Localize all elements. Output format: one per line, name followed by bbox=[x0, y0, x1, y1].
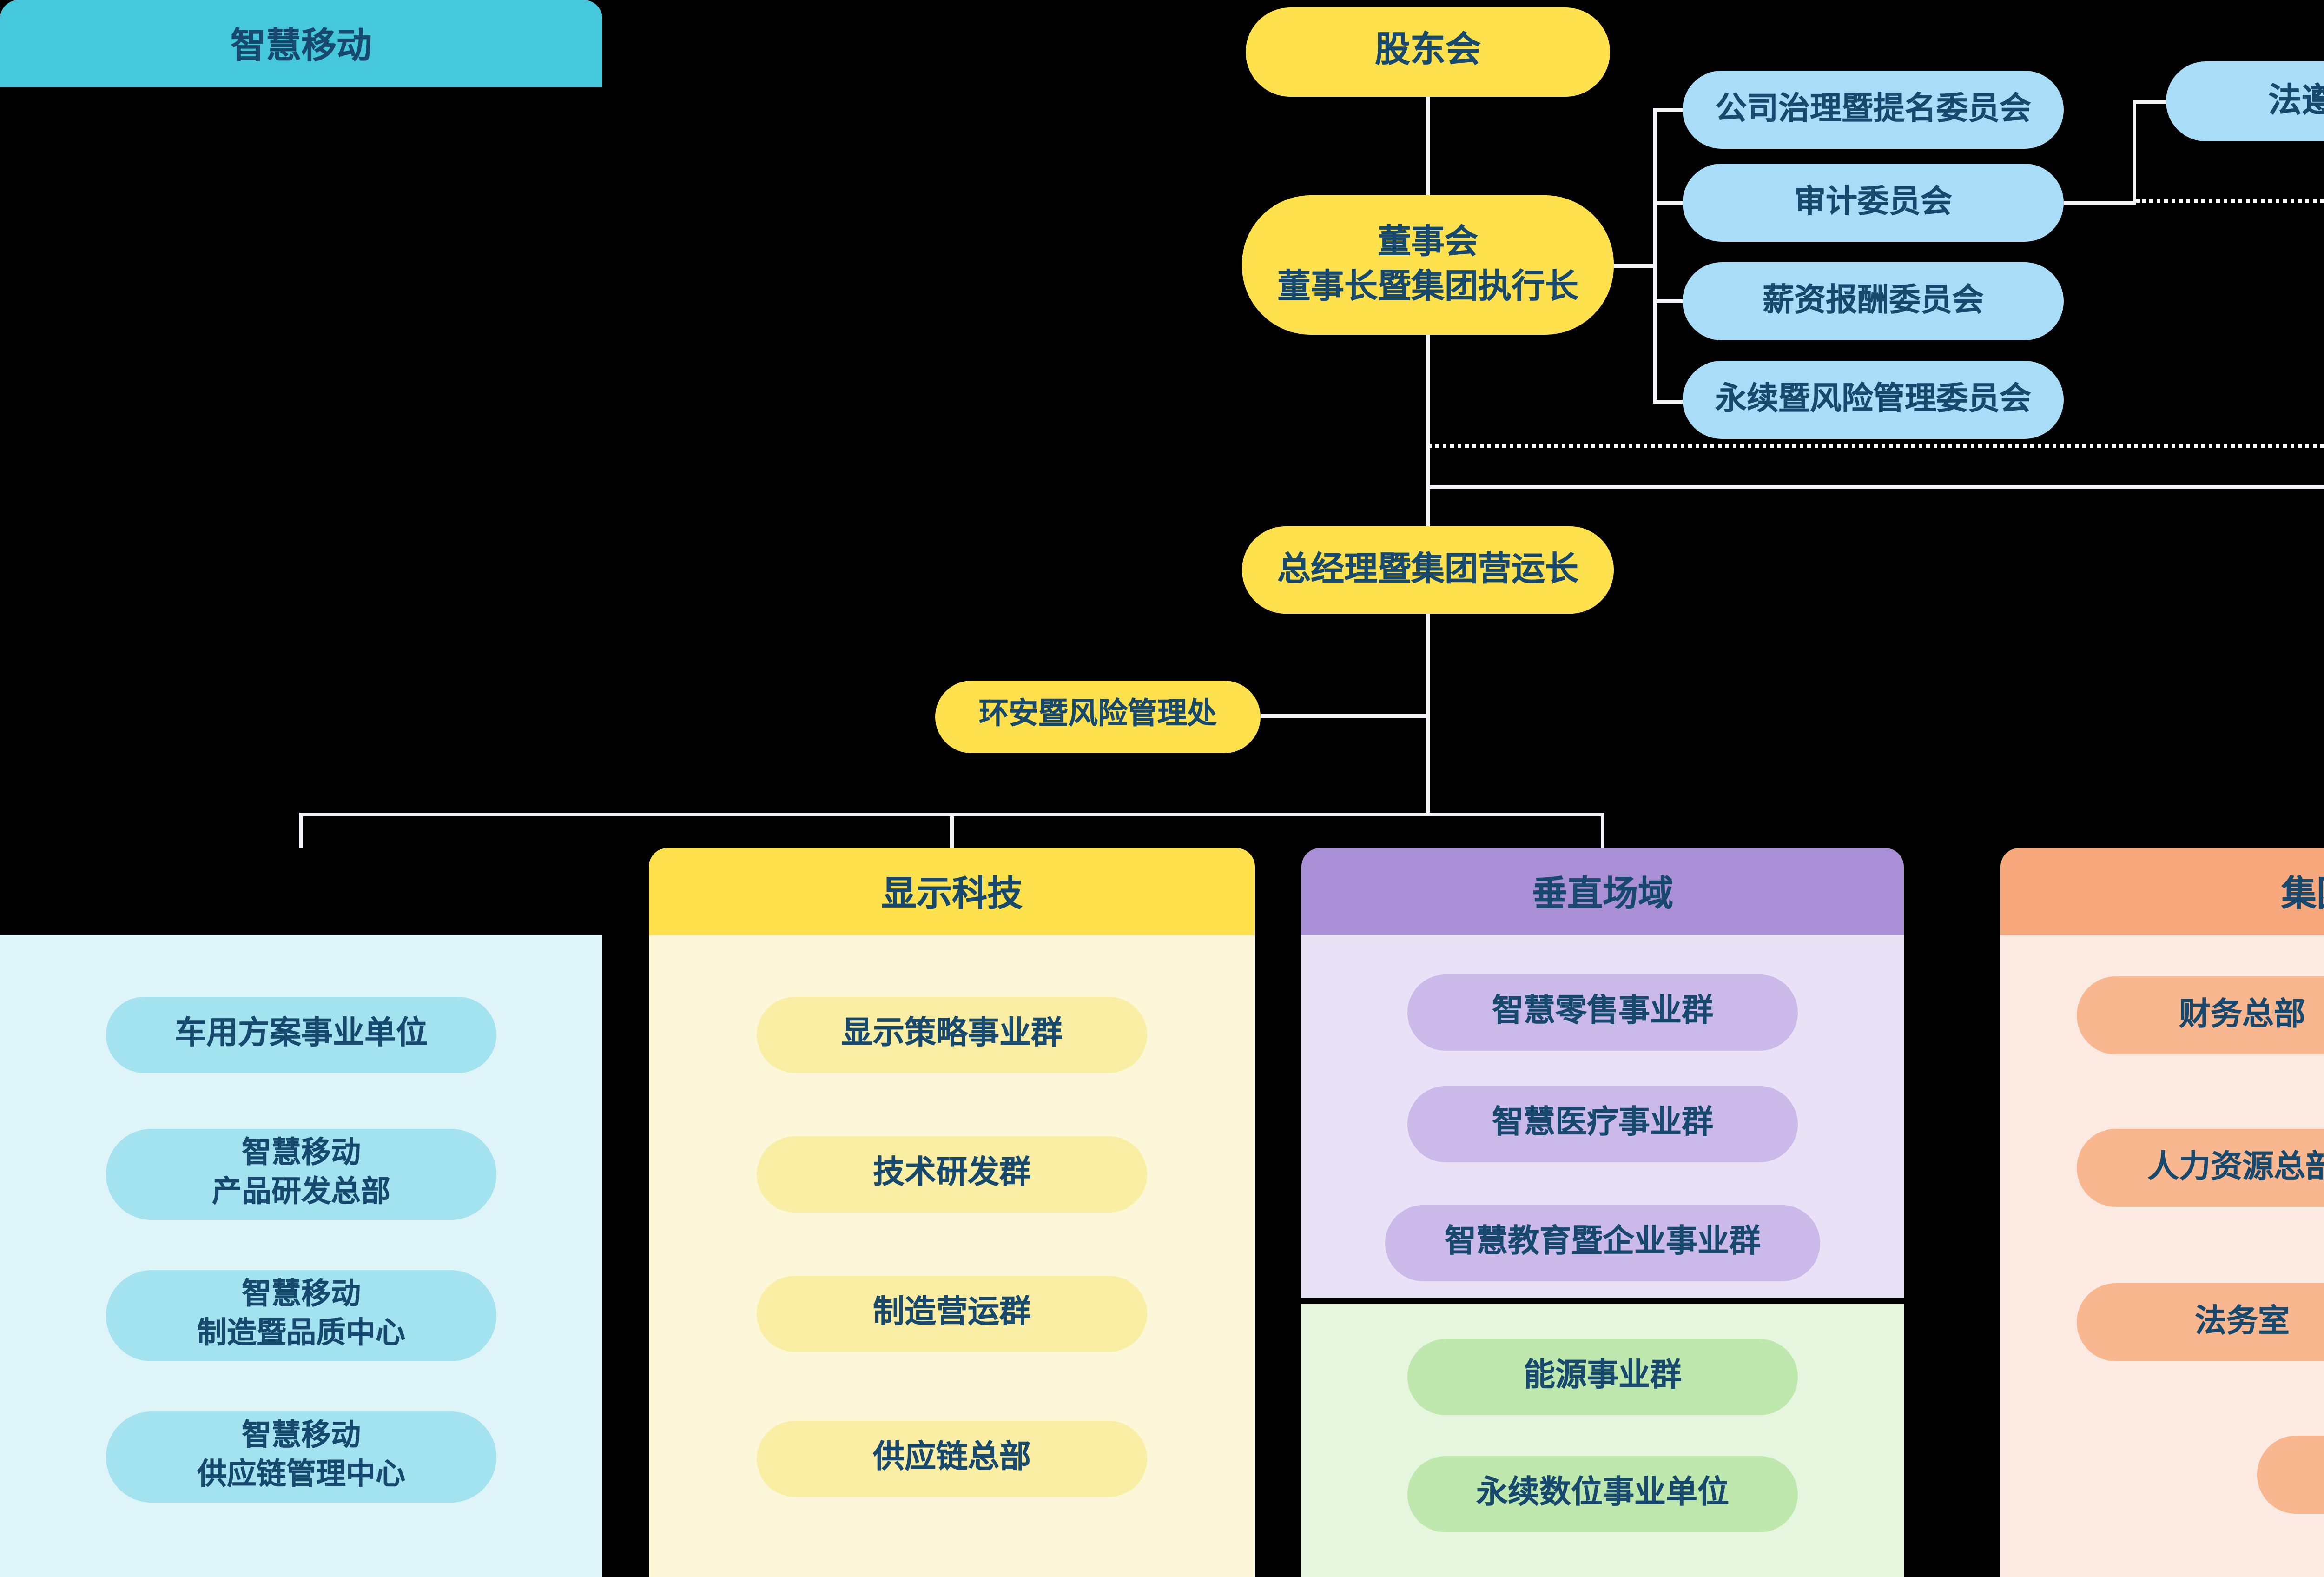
node-board-chairman-ceo: 董事会 董事长暨集团执行长 bbox=[1242, 195, 1614, 335]
node-committee-compensation: 薪资报酬委员会 bbox=[1683, 262, 2064, 340]
connector-committee-2-stub bbox=[1653, 201, 1683, 205]
connector-trunk-support-h bbox=[1428, 485, 2324, 489]
connector-committee-spine bbox=[1653, 108, 1657, 404]
node-energy-bg: 能源事业群 bbox=[1407, 1339, 1798, 1415]
connector-audit-compliance-h2 bbox=[2133, 100, 2166, 104]
node-committee-governance-nomination: 公司治理暨提名委员会 bbox=[1683, 71, 2064, 149]
division-header-group-operations-support: 集团营运支援单位 bbox=[2000, 848, 2324, 935]
connector-shareholders-board bbox=[1426, 97, 1430, 195]
node-display-strategy-bg: 显示策略事业群 bbox=[757, 997, 1147, 1073]
connector-branch-display-stub bbox=[950, 813, 954, 848]
node-human-resources-hq: 人力资源总部 bbox=[2077, 1129, 2324, 1207]
division-header-display-technology: 显示科技 bbox=[649, 848, 1255, 935]
connector-branch-vertical-stub bbox=[1601, 813, 1604, 848]
node-supply-chain-hq: 供应链总部 bbox=[757, 1421, 1147, 1497]
dotted-compliance-trunk bbox=[1428, 444, 2324, 448]
node-audit-management-office: 稽核管理处 bbox=[2257, 1436, 2324, 1514]
connector-board-committee-spine-stub bbox=[1614, 264, 1655, 268]
node-smart-medical-bg: 智慧医疗事业群 bbox=[1407, 1086, 1798, 1162]
node-technology-rd-group: 技术研发群 bbox=[757, 1136, 1147, 1213]
connector-committee-4-stub bbox=[1653, 400, 1683, 404]
node-mobility-supply-chain-center: 智慧移动 供应链管理中心 bbox=[106, 1411, 496, 1503]
connector-esh-trunk bbox=[1261, 714, 1428, 718]
division-header-smart-mobility: 智慧移动 bbox=[0, 0, 602, 87]
node-finance-hq: 财务总部 bbox=[2077, 976, 2324, 1054]
division-header-vertical-domains: 垂直场域 bbox=[1301, 848, 1904, 935]
node-mobility-manufacturing-quality-center: 智慧移动 制造暨品质中心 bbox=[106, 1270, 496, 1361]
node-manufacturing-operations-group: 制造营运群 bbox=[757, 1276, 1147, 1352]
node-legal-office: 法务室 bbox=[2077, 1283, 2324, 1361]
node-committee-sustainability-risk: 永续暨风险管理委员会 bbox=[1683, 361, 2064, 439]
node-smart-retail-bg: 智慧零售事业群 bbox=[1407, 974, 1798, 1051]
connector-audit-compliance-v bbox=[2133, 100, 2136, 205]
connector-committee-1-stub bbox=[1653, 108, 1683, 112]
node-sustainable-digital-bu: 永续数位事业单位 bbox=[1407, 1456, 1798, 1532]
node-chief-compliance-counsel: 法遵总顾问 bbox=[2166, 61, 2324, 141]
node-esh-risk-management-office: 环安暨风险管理处 bbox=[935, 681, 1261, 753]
connector-audit-compliance-h1 bbox=[2064, 201, 2136, 205]
node-smart-education-enterprise-bg: 智慧教育暨企业事业群 bbox=[1385, 1205, 1820, 1281]
node-automotive-solutions-bu: 车用方案事业单位 bbox=[106, 997, 496, 1073]
connector-branch-mobility-stub bbox=[299, 813, 303, 848]
node-shareholders: 股东会 bbox=[1246, 7, 1610, 97]
connector-board-president bbox=[1426, 335, 1430, 526]
node-mobility-product-rd-hq: 智慧移动 产品研发总部 bbox=[106, 1129, 496, 1220]
connector-president-divisions bbox=[1426, 614, 1430, 815]
connector-committee-3-stub bbox=[1653, 299, 1683, 303]
node-president-coo: 总经理暨集团营运长 bbox=[1242, 526, 1614, 614]
dotted-audit-internal-h-top bbox=[2136, 199, 2324, 203]
node-committee-audit: 审计委员会 bbox=[1683, 164, 2064, 242]
